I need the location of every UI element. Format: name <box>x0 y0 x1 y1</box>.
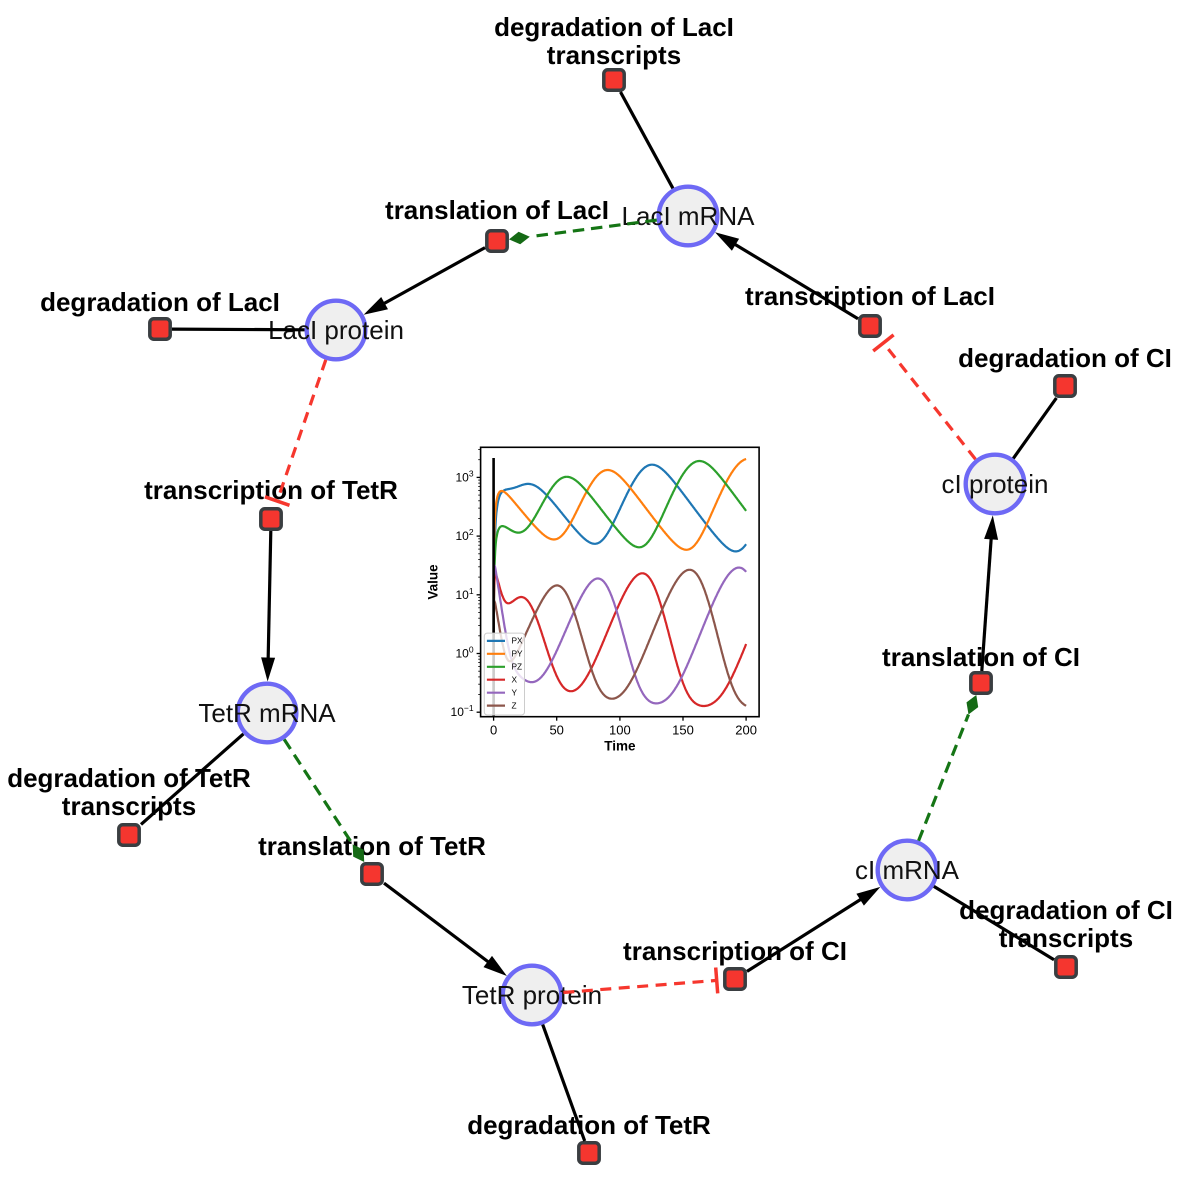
svg-text:X: X <box>512 675 518 685</box>
svg-text:degradation of TetR: degradation of TetR <box>467 1110 711 1140</box>
svg-text:transcription of LacI: transcription of LacI <box>745 281 995 311</box>
svg-text:transcripts: transcripts <box>547 40 681 70</box>
svg-text:degradation of CI: degradation of CI <box>958 343 1172 373</box>
svg-text:Time: Time <box>604 739 636 754</box>
svg-text:translation of TetR: translation of TetR <box>258 831 486 861</box>
svg-text:LacI mRNA: LacI mRNA <box>622 201 756 231</box>
svg-text:cI mRNA: cI mRNA <box>855 855 960 885</box>
svg-text:0: 0 <box>490 723 497 738</box>
svg-text:translation of LacI: translation of LacI <box>385 195 609 225</box>
svg-text:PX: PX <box>512 636 524 646</box>
svg-text:100: 100 <box>609 723 631 738</box>
svg-text:PY: PY <box>512 649 524 659</box>
svg-text:degradation of LacI: degradation of LacI <box>494 12 734 42</box>
svg-text:transcription of CI: transcription of CI <box>623 936 847 966</box>
svg-text:TetR mRNA: TetR mRNA <box>198 698 336 728</box>
svg-text:TetR protein: TetR protein <box>462 980 602 1010</box>
svg-text:degradation of CI: degradation of CI <box>959 895 1173 925</box>
svg-text:Z: Z <box>512 700 517 710</box>
svg-text:150: 150 <box>672 723 694 738</box>
svg-text:degradation of TetR: degradation of TetR <box>7 763 251 793</box>
svg-text:degradation of LacI: degradation of LacI <box>40 287 280 317</box>
svg-text:Value: Value <box>426 564 441 600</box>
svg-text:cI protein: cI protein <box>942 469 1049 499</box>
svg-text:PZ: PZ <box>512 662 523 672</box>
svg-text:50: 50 <box>549 723 563 738</box>
svg-text:Y: Y <box>512 688 518 698</box>
svg-text:200: 200 <box>735 723 757 738</box>
